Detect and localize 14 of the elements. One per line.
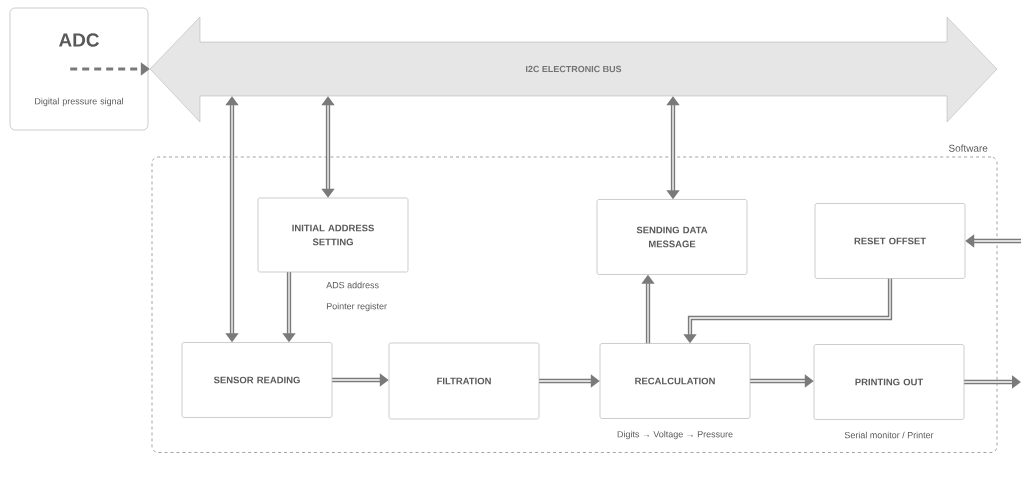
process-box: RESET OFFSET xyxy=(814,203,966,279)
double-arrow xyxy=(321,96,335,198)
annotation-text: Serial monitor / Printer xyxy=(844,431,934,439)
process-box: SENDING DATA MESSAGE xyxy=(596,199,748,275)
node-label: Software xyxy=(948,144,988,152)
process-box: PRINTING OUT xyxy=(813,344,965,420)
annotation-text: Pointer register xyxy=(326,302,387,312)
process-box: FILTRATION xyxy=(388,342,540,420)
annotation-text: Digits → Voltage → Pressure xyxy=(617,430,733,440)
process-box: SENSOR READING xyxy=(181,342,333,418)
adc-box: ADC Digital pressure signal xyxy=(9,7,149,131)
process-box: RECALCULATION xyxy=(599,343,751,419)
annotation-text: ADS address xyxy=(326,281,379,289)
process-box: INITIAL ADDRESS SETTING xyxy=(257,197,409,273)
